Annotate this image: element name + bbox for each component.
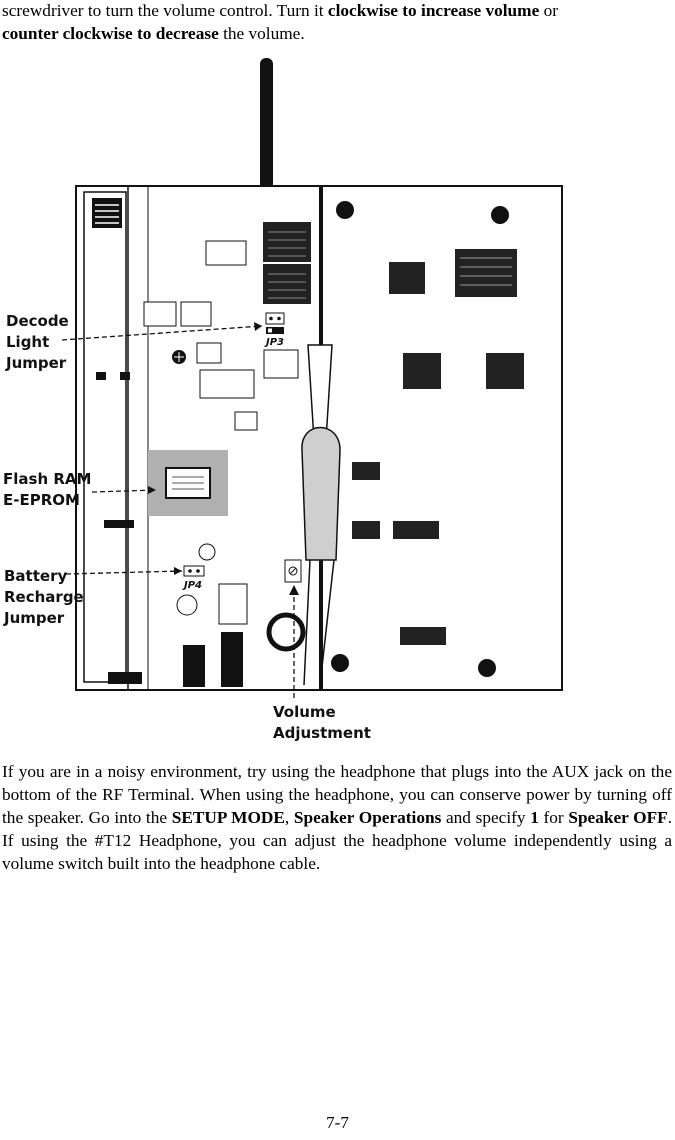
antenna-shape: [260, 58, 273, 190]
callout-text: Battery: [4, 567, 68, 585]
body-bold-speaker-off: Speaker OFF: [568, 808, 668, 827]
callout-text: Jumper: [4, 609, 65, 627]
leader-lines: [61, 325, 295, 698]
body-bold-setup-mode: SETUP MODE: [171, 808, 285, 827]
callout-text: Jumper: [6, 354, 67, 372]
intro-bold-clockwise: clockwise to increase volume: [327, 1, 540, 20]
body-bold-one: 1: [530, 808, 539, 827]
screwdriver-shape: [301, 344, 341, 686]
body-text-1: If you are in a noisy environment, try u…: [2, 762, 672, 827]
intro-paragraph: screwdriver to turn the volume control. …: [2, 0, 672, 45]
callout-text: Light: [6, 333, 50, 351]
callout-text: Flash RAM: [3, 470, 92, 488]
callout-flash-ram: Flash RAM E-EPROM: [3, 469, 91, 511]
callout-decode-light-jumper: Decode Light Jumper: [6, 311, 69, 374]
callout-text: Adjustment: [273, 724, 371, 742]
body-text-5: . If using the #T12 Headphone, you can a…: [2, 808, 673, 873]
body-text-3: and specify: [441, 808, 531, 827]
jp4-label: JP4: [182, 580, 202, 591]
callout-text: Volume: [273, 703, 336, 721]
intro-text-1: screwdriver to turn the volume control. …: [2, 1, 328, 20]
left-board: JP3 JP4: [75, 185, 321, 691]
right-board: [321, 185, 563, 691]
callout-battery-recharge-jumper: Battery Recharge Jumper: [4, 566, 84, 629]
page-number: 7-7: [326, 1113, 349, 1132]
body-text-2: ,: [284, 808, 294, 827]
volume-knob-ring: [266, 612, 306, 652]
headphone-paragraph: If you are in a noisy environment, try u…: [2, 760, 672, 875]
body-text-4: for: [538, 808, 569, 827]
body-bold-speaker-operations: Speaker Operations: [293, 808, 442, 827]
callout-volume-adjustment: Volume Adjustment: [273, 702, 371, 744]
callout-text: Recharge: [4, 588, 84, 606]
intro-bold-counter: counter clockwise to decrease: [2, 24, 219, 43]
intro-text-3: the volume.: [218, 24, 305, 43]
jp3-label: JP3: [264, 337, 284, 348]
callout-text: E-EPROM: [3, 491, 80, 509]
intro-text-2: or: [539, 1, 558, 20]
circuit-board-figure: JP3 JP4: [61, 58, 563, 698]
callout-text: Decode: [6, 312, 69, 330]
